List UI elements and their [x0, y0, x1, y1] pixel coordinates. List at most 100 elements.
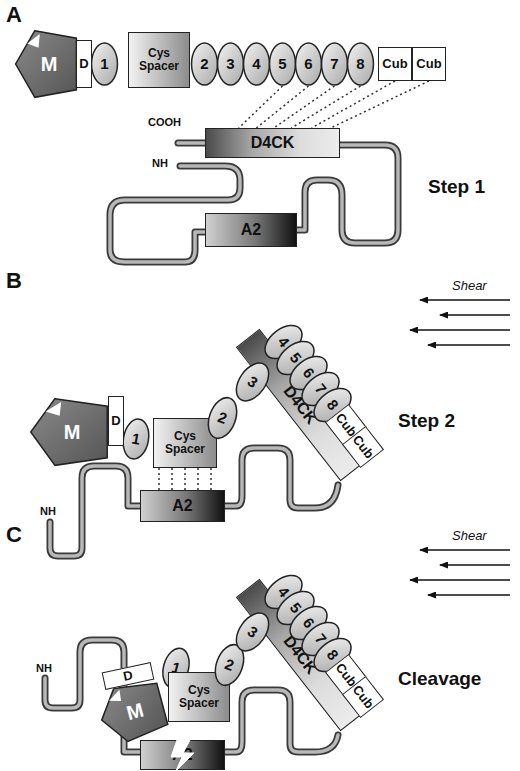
contact-line	[184, 468, 186, 490]
terminus-label: NH	[36, 662, 52, 674]
step-label: Step 2	[398, 410, 455, 432]
oval-shape	[120, 417, 152, 461]
oval-shape	[296, 43, 322, 85]
binding-contact	[274, 86, 335, 128]
domain-label: 6	[295, 42, 322, 86]
pentagon-shape	[31, 399, 107, 466]
domain-label: 8	[347, 42, 374, 86]
tsp-repeat-oval: 6	[295, 42, 322, 86]
domain-label: Cub	[379, 48, 411, 80]
panel-letter: C	[6, 522, 22, 548]
binding-contact	[256, 86, 308, 128]
contact-line	[158, 468, 160, 490]
domain-label: 3	[217, 42, 244, 86]
a2-domain-box: A2	[140, 740, 225, 770]
shear-arrow	[420, 549, 510, 551]
shear-arrow	[410, 329, 510, 331]
domain-label: 5	[269, 42, 296, 86]
cys-spacer-box: Cys Spacer	[153, 418, 217, 468]
domain-label: D4CK	[206, 129, 339, 157]
active-site-notch	[107, 690, 122, 704]
d4ck-box: D4CK	[205, 128, 340, 158]
terminus-label: NH	[152, 157, 168, 169]
panel-letter: A	[6, 2, 22, 28]
domain-label: 2	[191, 42, 218, 86]
terminus-label: NH	[40, 505, 56, 517]
domain-label: A2	[206, 214, 296, 246]
domain-box: Cub	[412, 47, 446, 81]
domain-label: M	[15, 30, 77, 98]
tsp-repeat-oval: 1	[91, 42, 118, 86]
oval-shape	[218, 43, 244, 85]
step-label: Step 1	[428, 176, 485, 198]
domain-box: D	[76, 40, 92, 88]
active-site-notch	[27, 34, 39, 48]
domain-label: Cys Spacer	[129, 33, 189, 87]
contact-line	[210, 468, 212, 490]
contact-line	[331, 81, 429, 128]
a2-domain-box: A2	[140, 490, 225, 522]
binding-contact	[312, 81, 395, 128]
contact-line	[239, 86, 283, 128]
contact-line	[171, 468, 173, 490]
domain-label: 4	[243, 42, 270, 86]
pentagon-shape	[16, 31, 77, 98]
shear-arrow	[428, 344, 510, 346]
active-site-notch	[46, 402, 62, 416]
domain-label: Cub	[413, 48, 445, 80]
chain-core	[178, 141, 205, 145]
domain-label: A2	[141, 491, 224, 521]
shear-arrow	[440, 564, 510, 566]
binding-contact	[331, 81, 429, 128]
oval-shape	[322, 43, 348, 85]
chain-outline	[297, 145, 398, 243]
contact-line	[312, 81, 395, 128]
tsp-repeat-oval: 1	[120, 416, 153, 462]
tsp-repeat-oval: 5	[269, 42, 296, 86]
metalloprotease-pentagon: M	[15, 30, 77, 98]
shear-label: Shear	[452, 528, 487, 543]
terminus-label: COOH	[148, 116, 181, 128]
tsp-repeat-oval: 2	[191, 42, 218, 86]
domain-label: 1	[120, 416, 153, 462]
metalloprotease-pentagon: M	[30, 398, 108, 466]
cleavage-bolt	[171, 740, 194, 771]
chain-core	[297, 145, 398, 243]
domain-label: D	[109, 397, 123, 445]
oval-shape	[192, 43, 218, 85]
shear-label: Shear	[452, 278, 487, 293]
oval-shape	[270, 43, 296, 85]
binding-contact	[291, 86, 360, 128]
domain-label: D	[77, 41, 91, 87]
tsp-repeat-oval: 7	[321, 42, 348, 86]
chain-outline	[178, 140, 205, 147]
shear-arrow	[440, 314, 510, 316]
step-label: Cleavage	[398, 668, 481, 690]
oval-shape	[244, 43, 270, 85]
binding-contact	[159, 468, 211, 490]
domain-label: 1	[91, 42, 118, 86]
tsp-repeat-oval: 8	[347, 42, 374, 86]
domain-label: M	[30, 398, 108, 466]
a2-domain-box: A2	[205, 213, 297, 247]
shear-arrow	[410, 579, 510, 581]
oval-shape	[348, 43, 374, 85]
contact-line	[197, 468, 199, 490]
binding-contact	[239, 86, 283, 128]
tsp-repeat-oval: 4	[243, 42, 270, 86]
panel-letter: B	[6, 268, 22, 294]
domain-box: D	[108, 396, 124, 446]
tsp-repeat-oval: 3	[217, 42, 244, 86]
domain-label: A2	[141, 741, 224, 769]
shear-arrow	[420, 299, 510, 301]
chain-outline	[50, 466, 140, 556]
contact-line	[291, 86, 360, 128]
oval-shape	[92, 43, 118, 85]
contact-line	[256, 86, 308, 128]
tsp-repeat-oval: 2	[202, 393, 242, 444]
domain-label: 2	[202, 393, 242, 444]
cys-spacer-box: Cys Spacer	[128, 32, 190, 88]
